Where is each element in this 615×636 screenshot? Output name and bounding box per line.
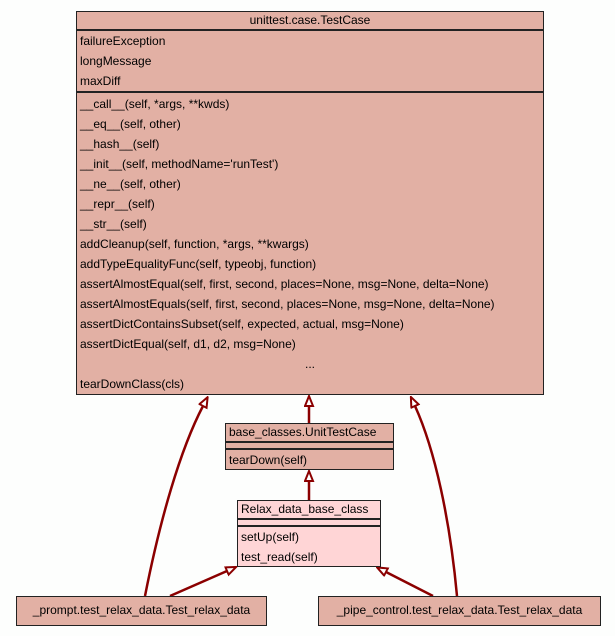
attributes-section: failureException longMessage maxDiff (77, 31, 543, 93)
attributes-section (226, 443, 393, 450)
class-name: base_classes.UnitTestCase (226, 424, 393, 443)
method: assertAlmostEquals(self, first, second, … (80, 297, 495, 311)
method: assertDictEqual(self, d1, d2, msg=None) (80, 337, 296, 351)
method: assertAlmostEqual(self, first, second, p… (80, 277, 489, 291)
method: __call__(self, *args, **kwds) (80, 97, 230, 111)
class-pipe-control-test-relax-data[interactable]: _pipe_control.test_relax_data.Test_relax… (318, 596, 601, 626)
class-prompt-test-relax-data[interactable]: _prompt.test_relax_data.Test_relax_data (16, 596, 267, 626)
method: __str__(self) (80, 217, 147, 231)
method: tearDown(self) (229, 453, 308, 467)
attributes-section (238, 520, 380, 527)
method: assertDictContainsSubset(self, expected,… (80, 317, 404, 331)
edge-pipe-to-relaxbase (386, 572, 434, 598)
methods-section: tearDown(self) (226, 450, 393, 470)
method: addTypeEqualityFunc(self, typeobj, funct… (80, 257, 317, 271)
edge-pipe-to-testcase (415, 406, 459, 597)
attribute: maxDiff (80, 74, 121, 88)
method: addCleanup(self, function, *args, **kwar… (80, 237, 309, 251)
more-methods-ellipsis: ... (304, 357, 315, 371)
attribute: failureException (80, 34, 166, 48)
method: __eq__(self, other) (80, 117, 181, 131)
edge-prompt-to-testcase (143, 406, 203, 597)
class-relax-data-base-class[interactable]: Relax_data_base_class setUp(self) test_r… (237, 500, 381, 567)
class-name: unittest.case.TestCase (77, 12, 543, 31)
method: __repr__(self) (80, 197, 155, 211)
class-unittestcase[interactable]: base_classes.UnitTestCase tearDown(self) (225, 423, 394, 470)
class-name: _pipe_control.test_relax_data.Test_relax… (336, 603, 583, 617)
methods-section: __call__(self, *args, **kwds) __eq__(sel… (77, 93, 543, 394)
method: setUp(self) (241, 530, 300, 544)
class-name: _prompt.test_relax_data.Test_relax_data (32, 603, 251, 617)
method: __init__(self, methodName='runTest') (80, 157, 279, 171)
method: __hash__(self) (80, 137, 160, 151)
edge-prompt-to-relaxbase (169, 571, 227, 598)
methods-section: setUp(self) test_read(self) (238, 527, 380, 567)
class-name: Relax_data_base_class (238, 501, 380, 520)
method: __ne__(self, other) (80, 177, 181, 191)
method: test_read(self) (241, 550, 318, 564)
class-testcase[interactable]: unittest.case.TestCase failureException … (76, 11, 544, 395)
method: tearDownClass(cls) (80, 377, 185, 391)
attribute: longMessage (80, 54, 152, 68)
